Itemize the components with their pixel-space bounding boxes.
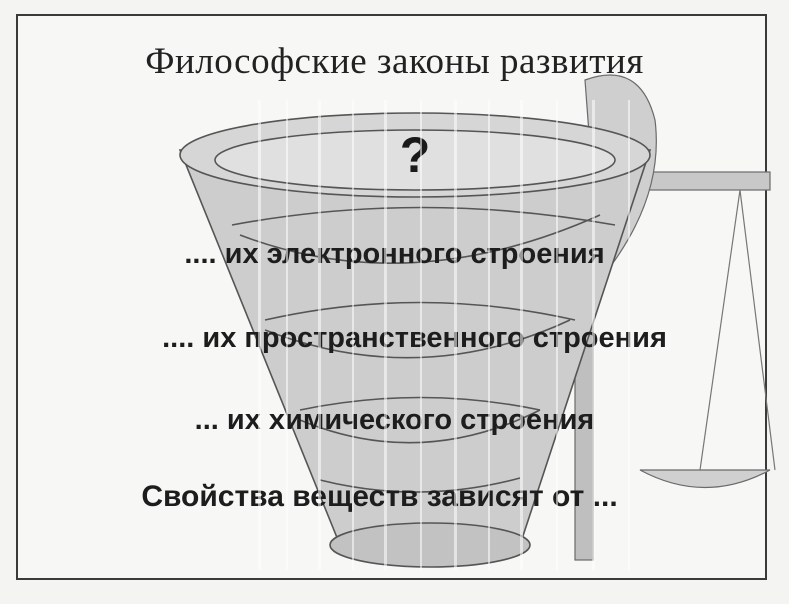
line-spatial-structure: .... их пространственного строения — [162, 322, 667, 354]
line-electronic-structure: .... их электронного строения — [184, 238, 605, 270]
line-properties-depend: Свойства веществ зависят от ... — [141, 480, 618, 513]
question-mark: ? — [399, 127, 431, 183]
funnel-icon — [178, 112, 652, 568]
line-chemical-structure: ... их химического строения — [194, 404, 595, 436]
slide-title: Философские законы развития — [145, 41, 644, 82]
